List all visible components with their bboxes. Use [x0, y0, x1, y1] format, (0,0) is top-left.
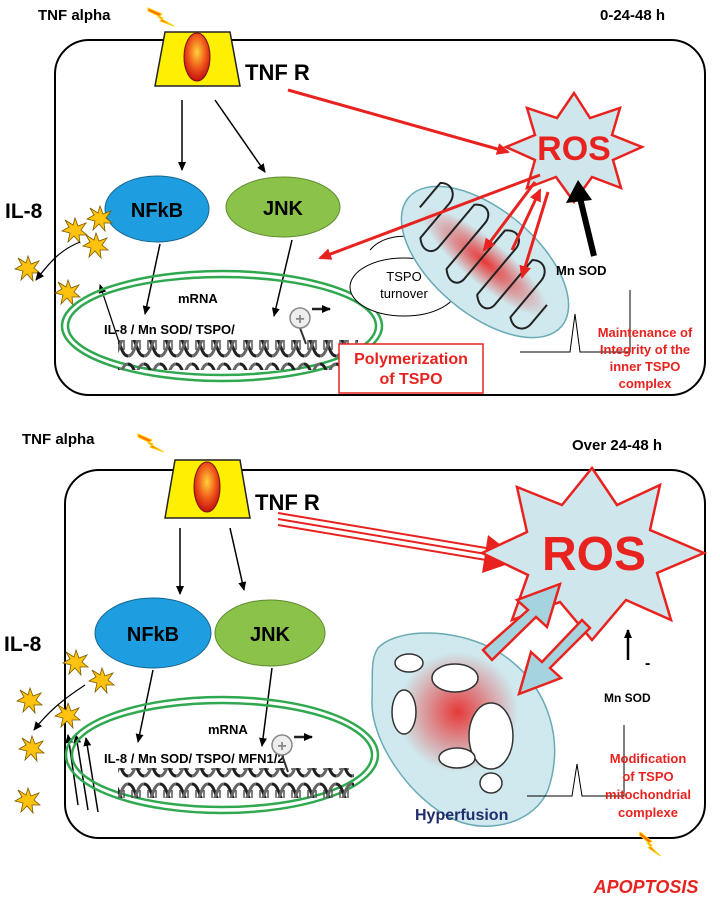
cell-boundary — [54, 39, 706, 396]
hyperfusion-label: Hyperfusion — [415, 807, 508, 824]
jnk-node — [214, 599, 326, 667]
tnf-receptor — [154, 31, 241, 87]
lightning-icon — [147, 7, 175, 27]
top-panel: TNF alpha 0-24-48 h TNF R NFkB JNK IL-8 — [5, 7, 706, 396]
mn-sod-label: Mn SOD — [556, 263, 607, 278]
arrow-ros-to-nucleus — [318, 173, 541, 260]
nfkb-node — [94, 597, 212, 669]
il8-label: IL-8 — [5, 200, 43, 223]
genes-label: IL-8 / Mn SOD/ TSPO/ MFN1/2 — [104, 751, 285, 766]
arrow-mito-to-ros — [481, 581, 562, 662]
polymerization-label-1: Polymerization — [354, 351, 468, 368]
plus-icon: + — [289, 305, 331, 345]
tspo-turnover-label-2: turnover — [380, 286, 428, 301]
svg-text:+: + — [277, 738, 286, 755]
time-label: 0-24-48 h — [600, 7, 665, 24]
minus-sign: - — [645, 655, 650, 672]
bottom-panel: TNF alpha Over 24-48 h TNF R NFkB JNK IL… — [4, 431, 708, 897]
tnf-r-label: TNF R — [245, 60, 310, 85]
arrow-ros-to-mito-1 — [482, 181, 537, 252]
polymerization-box — [338, 343, 484, 394]
arrow-ros-to-mito — [517, 618, 592, 697]
bracket — [520, 290, 631, 353]
arrow-nfkb-to-dna — [135, 669, 154, 743]
nfkb-node — [104, 175, 210, 243]
nfkb-label: NFkB — [127, 624, 179, 646]
mn-sod-arrow — [577, 197, 597, 257]
dna-helix — [118, 768, 354, 798]
maintenance-label-3: inner TSPO — [610, 359, 681, 374]
maintenance-label-4: complex — [619, 376, 673, 391]
triple-arrow-tnfr-to-ros — [277, 512, 520, 573]
lightning-icon — [137, 433, 165, 453]
genes-label: IL-8 / Mn SOD/ TSPO/ — [104, 322, 235, 337]
arrow-to-jnk — [229, 527, 247, 591]
modification-label-3: mitochondrial — [605, 787, 691, 802]
il8-label: IL-8 — [4, 633, 42, 656]
arrow-tnfr-to-ros — [287, 88, 510, 155]
arrow-nfkb-to-dna — [142, 243, 161, 315]
arrow-ros-to-mito-2 — [519, 191, 550, 279]
nucleus — [64, 695, 380, 815]
mrna-label: mRNA — [178, 291, 218, 306]
jnk-node — [225, 176, 341, 238]
apoptosis-label: APOPTOSIS — [593, 877, 699, 897]
arrow-mito-to-ros — [510, 188, 542, 251]
maintenance-label-1: Maintenance of — [598, 325, 693, 340]
svg-text:+: + — [295, 311, 304, 328]
tnf-r-label: TNF R — [255, 490, 320, 515]
nfkb-label: NFkB — [131, 200, 183, 222]
mitochondrion-hyperfused — [371, 632, 556, 827]
arrow-to-jnk — [214, 99, 266, 173]
polymerization-label-2: of TSPO — [379, 371, 442, 388]
modification-label-2: of TSPO — [622, 769, 673, 784]
tnf-alpha-label: TNF alpha — [38, 7, 111, 24]
il8-secretion-icons — [14, 649, 115, 814]
ros-label: ROS — [542, 528, 646, 581]
mn-sod-label: Mn SOD — [604, 691, 651, 705]
bracket — [527, 725, 625, 797]
time-label: Over 24-48 h — [572, 437, 662, 454]
modification-label-4: complexe — [618, 805, 678, 820]
tnf-alpha-label: TNF alpha — [22, 431, 95, 448]
jnk-label: JNK — [263, 198, 304, 220]
tnf-receptor — [164, 459, 251, 519]
arrow-jnk-to-dna — [259, 667, 273, 747]
modification-label-1: Modification — [610, 751, 687, 766]
tspo-turnover-label-1: TSPO — [386, 269, 421, 284]
mrna-label: mRNA — [208, 722, 248, 737]
lightning-icon — [634, 831, 666, 857]
dna-helix — [118, 340, 358, 370]
nucleus — [60, 269, 384, 383]
cell-boundary — [64, 469, 706, 839]
plus-icon: + — [271, 733, 313, 773]
arrow-jnk-to-dna — [271, 239, 293, 317]
jnk-label: JNK — [250, 624, 291, 646]
mitochondrion — [400, 181, 570, 339]
ros-label: ROS — [537, 130, 611, 168]
maintenance-label-2: Integrity of the — [600, 342, 690, 357]
